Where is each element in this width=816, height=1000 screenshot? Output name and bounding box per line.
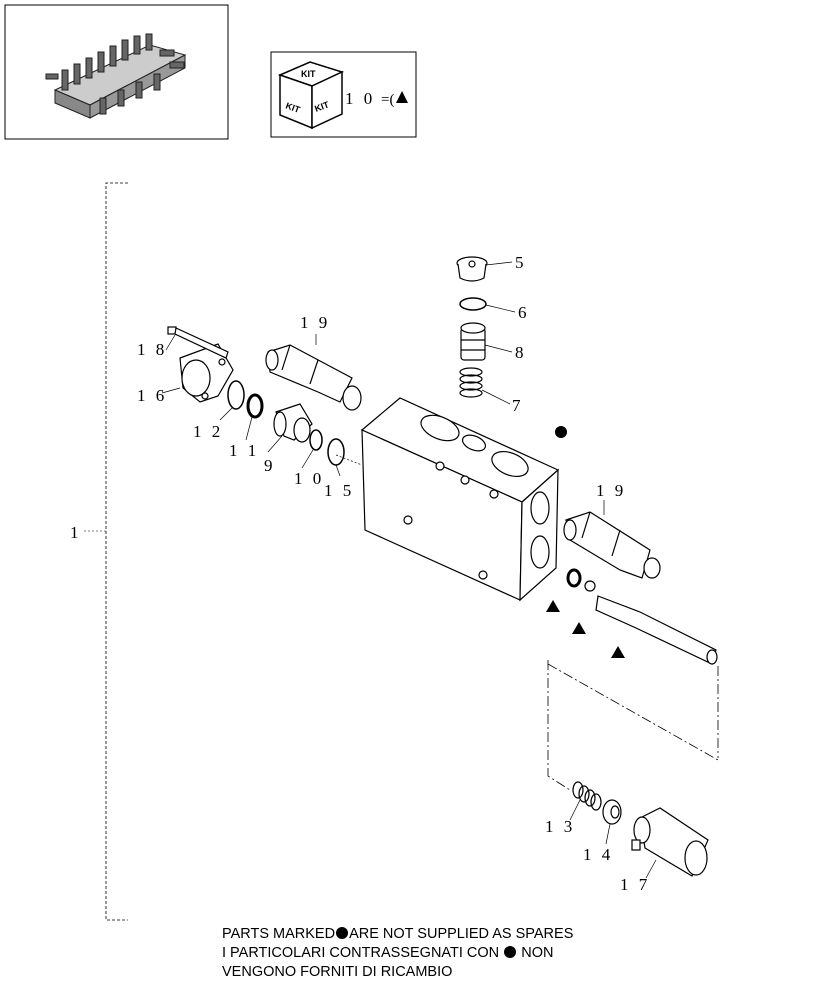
o-ring-part-10 — [309, 429, 323, 451]
label-part-7: 7 — [512, 396, 524, 415]
spring-part-13 — [572, 781, 602, 811]
label-part-10: 1 0 — [294, 469, 324, 488]
spring-part-7 — [459, 367, 483, 398]
kit-ref-suffix: =( — [381, 92, 394, 108]
assembly-thumbnail-frame — [4, 4, 229, 140]
piston-part-8 — [460, 322, 486, 361]
cap-part-17 — [631, 807, 709, 877]
label-part-17: 1 7 — [620, 875, 650, 894]
seal-part-11 — [246, 393, 264, 419]
fitting-part-9 — [273, 403, 313, 443]
o-ring-part-12 — [227, 380, 245, 410]
label-part-9: 9 — [264, 456, 276, 475]
note-line-1-a: PARTS MARKED — [222, 926, 336, 942]
kit-cube-left-label: KIT — [284, 100, 302, 115]
check-valve-parts — [566, 568, 718, 665]
kit-cube-right-label: KIT — [313, 99, 331, 114]
label-part-11: 1 1 — [229, 441, 259, 460]
valve-body — [360, 397, 560, 602]
flange-part-16 — [179, 343, 234, 403]
bolt-part-18 — [167, 326, 229, 359]
note-line-2: I PARTICOLARI CONTRASSEGNATI CON NON — [222, 944, 553, 963]
kit-cube-top-label: KIT — [301, 69, 316, 79]
note-line-3: VENGONO FORNITI DI RICAMBIO — [222, 964, 453, 980]
label-part-13: 1 3 — [545, 817, 575, 836]
note-line-1-b: ARE NOT SUPPLIED AS SPARES — [349, 926, 574, 942]
label-part-15: 1 5 — [324, 481, 354, 500]
label-part-19-lower: 1 9 — [596, 481, 626, 500]
label-part-8: 8 — [515, 343, 527, 362]
valve-bank-thumbnail — [45, 33, 187, 119]
label-part-14: 1 4 — [583, 845, 613, 864]
triangle-markers — [546, 600, 625, 658]
note-line-2-b: NON — [521, 945, 554, 961]
assembly-bracket — [105, 182, 128, 921]
label-part-1: 1 — [70, 523, 82, 542]
kit-ref-number: 1 0 — [345, 89, 375, 108]
label-part-18: 1 8 — [137, 340, 167, 359]
pilot-valve-part-19-upper — [265, 344, 362, 411]
kit-legend-frame — [270, 51, 417, 138]
note-line-1: PARTS MARKED ARE NOT SUPPLIED AS SPARES — [222, 925, 573, 944]
washer-part-14 — [602, 799, 622, 825]
pilot-valve-part-19-lower — [563, 511, 661, 579]
label-part-12: 1 2 — [193, 422, 223, 441]
label-part-6: 6 — [518, 303, 530, 322]
leader-lines — [161, 261, 657, 879]
note-line-2-a: I PARTICOLARI CONTRASSEGNATI CON — [222, 945, 500, 961]
o-ring-part-6 — [459, 297, 487, 311]
label-part-16: 1 6 — [137, 386, 167, 405]
cap-part-5 — [456, 256, 488, 282]
label-part-5: 5 — [515, 253, 527, 272]
projection-lines — [547, 660, 719, 791]
o-ring-part-15 — [327, 438, 345, 466]
kit-triangle-marker — [396, 91, 408, 103]
label-part-19-upper: 1 9 — [300, 313, 330, 332]
kit-cube-icon — [277, 61, 345, 130]
not-supplied-dot-icon-it — [504, 946, 517, 958]
not-supplied-dot-icon — [336, 927, 349, 939]
not-supplied-marker — [555, 426, 567, 438]
